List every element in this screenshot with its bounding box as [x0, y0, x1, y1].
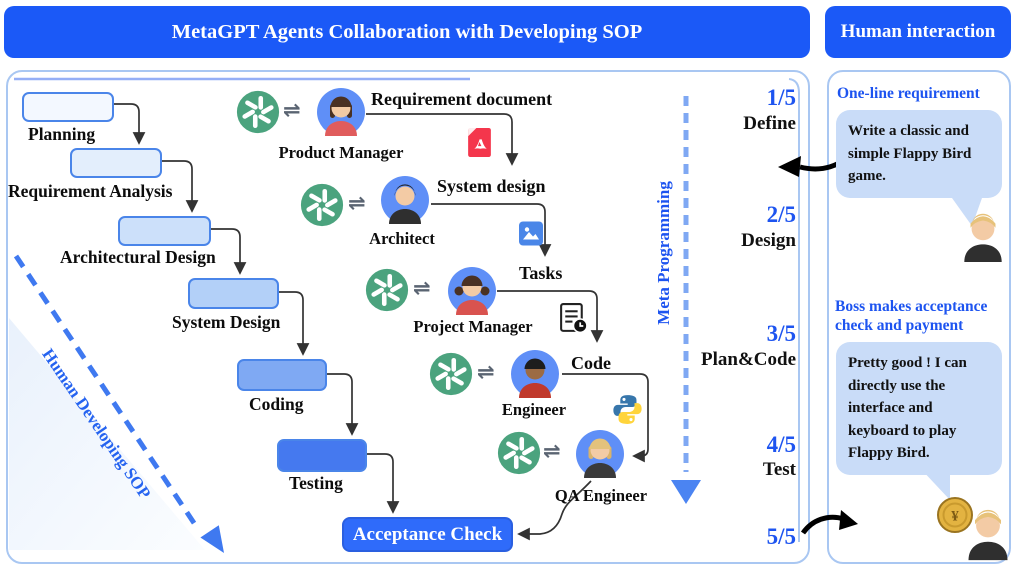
role-label-product-manager: Product Manager [278, 143, 404, 162]
role-label-project-manager: Project Manager [413, 317, 533, 336]
flow-box-requirement-analysis [70, 148, 162, 178]
connector-pm-architect [366, 113, 519, 166]
connector-testing-acceptance [363, 453, 400, 514]
connector-coding-testing [323, 373, 359, 436]
coin-symbol: ¥ [951, 509, 959, 525]
meta-programming-arrowhead [671, 480, 701, 504]
flow-label-requirement-analysis: Requirement Analysis [8, 181, 173, 201]
connector-projectmanager-engineer [497, 290, 604, 343]
connector-planning-requirement [110, 103, 146, 145]
exchange-icon-1: ⇌ [283, 98, 301, 122]
architect-avatar [381, 176, 429, 224]
gpt-icon-qa-engineer [497, 431, 541, 475]
connector-system-coding [275, 291, 310, 356]
gpt-icon-product-manager [236, 90, 280, 134]
one-line-requirement-heading: One-line requirement [837, 85, 980, 102]
artifact-label-system-design: System design [437, 176, 546, 196]
connector-architectural-system [207, 228, 247, 275]
corner-wedge [9, 318, 205, 550]
flow-box-coding [237, 359, 327, 391]
acceptance-check-label: Acceptance Check [352, 523, 503, 545]
stage-1-fraction: 1/5 [766, 85, 796, 110]
artifact-label-tasks: Tasks [519, 263, 563, 283]
stage-4-fraction: 4/5 [766, 432, 796, 457]
artifact-label-code: Code [571, 353, 611, 373]
flow-box-planning [22, 92, 114, 122]
flow-label-testing: Testing [289, 473, 343, 493]
human-sop-dashed-arrow [13, 254, 199, 528]
role-label-architect: Architect [369, 229, 435, 248]
flow-box-architectural-design [118, 216, 211, 246]
requester-person [964, 213, 1002, 262]
connector-qa-acceptance [517, 480, 592, 541]
gpt-icon-engineer [429, 352, 473, 396]
gpt-icon-architect [300, 183, 344, 227]
stage-4-name: Test [762, 459, 796, 480]
role-label-engineer: Engineer [501, 400, 567, 419]
engineer-avatar [511, 350, 559, 398]
main-header-title: MetaGPT Agents Collaboration with Develo… [171, 20, 643, 43]
flow-label-coding: Coding [249, 394, 304, 414]
acceptance-bubble: Pretty good ! I can directly use the int… [836, 342, 1002, 475]
acceptance-output-arrow [800, 510, 858, 535]
stage-bracket [788, 78, 800, 542]
python-icon [613, 395, 642, 424]
exchange-icon-2: ⇌ [348, 191, 366, 215]
bubble2-tail [920, 468, 950, 500]
flow-box-testing [277, 439, 367, 472]
flow-label-architectural-design: Architectural Design [60, 247, 216, 267]
flow-label-system-design: System Design [172, 312, 281, 332]
stage-3-name: Plan&Code [701, 349, 796, 370]
flow-label-planning: Planning [28, 124, 96, 144]
task-list-icon [560, 303, 588, 334]
stage-2-fraction: 2/5 [766, 202, 796, 227]
stage-1-name: Define [743, 113, 796, 134]
qa-engineer-avatar [576, 430, 624, 478]
boss-person [968, 509, 1008, 561]
connector-engineer-qa [562, 373, 649, 463]
stage-5-fraction: 5/5 [766, 524, 796, 549]
stage-2-name: Design [741, 230, 796, 251]
gpt-icon-project-manager [365, 268, 409, 312]
coin-icon: ¥ [937, 497, 973, 533]
requirement-bubble: Write a classic and simple Flappy Bird g… [836, 110, 1002, 198]
pdf-file-icon [468, 128, 491, 157]
exchange-icon-4: ⇌ [477, 360, 495, 384]
human-interaction-header: Human interaction [825, 6, 1011, 58]
role-label-qa-engineer: QA Engineer [554, 486, 648, 505]
main-header: MetaGPT Agents Collaboration with Develo… [4, 6, 810, 58]
exchange-icon-5: ⇌ [543, 439, 561, 463]
stage-3-fraction: 3/5 [766, 321, 796, 346]
flow-box-system-design [188, 278, 279, 309]
human-sop-arrowhead [200, 525, 224, 553]
artifact-label-requirement-document: Requirement document [371, 89, 553, 109]
design-doc-icon [519, 221, 543, 246]
boss-acceptance-heading: Boss makes acceptance check and payment [835, 298, 988, 335]
bubble1-tail [952, 198, 982, 226]
product-manager-avatar [317, 88, 365, 136]
exchange-icon-3: ⇌ [413, 276, 431, 300]
connector-requirement-architectural [158, 160, 199, 213]
acceptance-check-button: Acceptance Check [342, 517, 513, 552]
project-manager-avatar [448, 267, 496, 315]
connector-architect-projectmanager [431, 203, 552, 257]
human-interaction-title: Human interaction [840, 21, 996, 42]
